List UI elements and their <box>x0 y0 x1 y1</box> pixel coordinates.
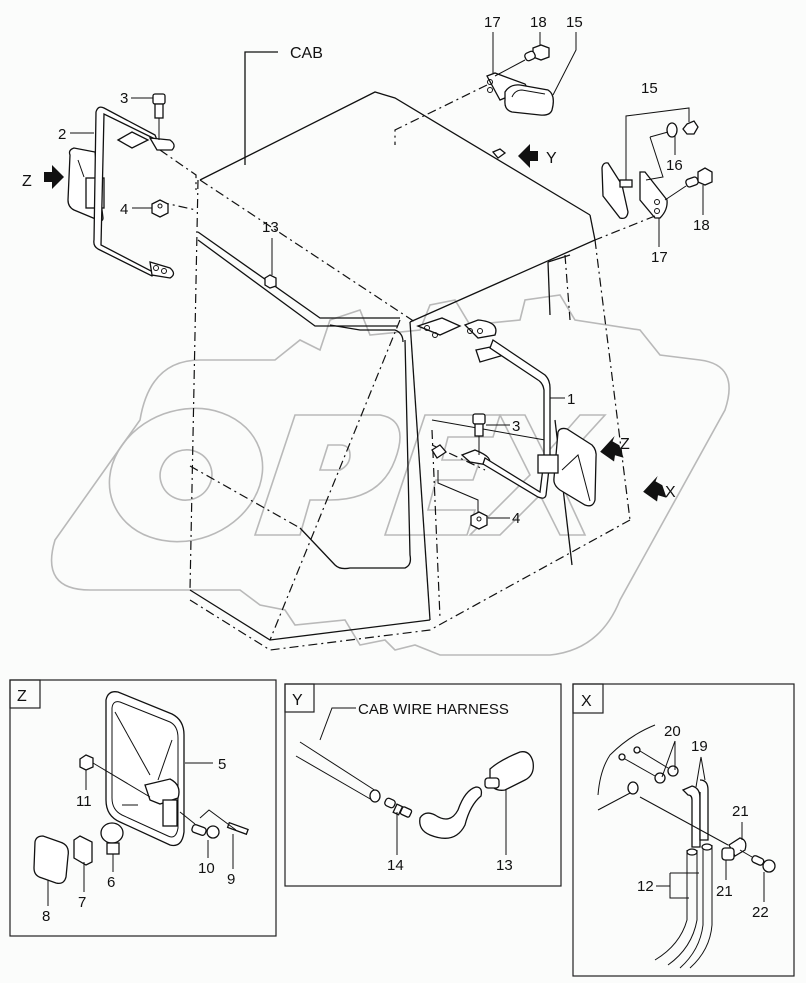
right-callouts: 1 3 4 <box>486 391 575 527</box>
side-callouts: 15 16 18 17 <box>625 80 710 266</box>
bolt-10 <box>179 811 220 839</box>
callout-1: 1 <box>567 391 575 408</box>
opex-watermark <box>50 294 730 656</box>
mirror-5 <box>105 691 185 847</box>
callout-15-side: 15 <box>641 80 658 97</box>
callout-13: 13 <box>262 219 279 236</box>
side-marker-light <box>594 120 699 241</box>
top-callouts: 17 18 15 <box>484 14 583 96</box>
callout-20: 20 <box>664 723 681 740</box>
view-arrow-x[interactable]: X <box>641 475 676 503</box>
cab-wire-harness: CAB WIRE HARNESS <box>295 701 509 803</box>
view-z-right-label: Z <box>620 436 630 453</box>
callout-15: 15 <box>566 14 583 31</box>
callout-14: 14 <box>387 857 404 874</box>
bolt-18-top <box>494 44 550 77</box>
callout-11: 11 <box>76 793 92 810</box>
callout-21-bottom: 21 <box>716 883 733 900</box>
left-mirror-assembly <box>67 106 197 279</box>
view-arrow-z-left[interactable]: Z <box>22 165 64 190</box>
callout-18: 18 <box>530 14 547 31</box>
view-y-label: Y <box>546 150 557 167</box>
bushing-6 <box>100 822 124 855</box>
left-callouts: 3 2 4 <box>58 90 153 218</box>
nut-4-left <box>151 199 169 218</box>
connector-14 <box>384 797 413 818</box>
detail-x-panel: X <box>572 683 795 977</box>
callout-6: 6 <box>107 874 115 891</box>
bolt-18-side <box>664 167 713 201</box>
callout-17: 17 <box>484 14 501 31</box>
bolt-3-left <box>152 93 166 140</box>
pin-9 <box>199 809 249 836</box>
callout-9: 9 <box>227 871 235 888</box>
right-mirror-assembly <box>416 317 597 507</box>
callout-5: 5 <box>218 756 226 773</box>
callout-8: 8 <box>42 908 50 925</box>
bolt-3-right <box>472 413 486 455</box>
detail-y-panel: Y CAB WIRE HARNESS 14 13 <box>284 683 562 887</box>
view-arrow-y[interactable]: Y <box>491 144 557 168</box>
nut-11 <box>79 754 151 798</box>
clamp-7 <box>73 835 93 866</box>
connector-13-main: 13 <box>262 219 279 289</box>
cover-8 <box>33 835 69 885</box>
cab-wire-harness-label: CAB WIRE HARNESS <box>358 701 509 718</box>
callout-3: 3 <box>120 90 128 107</box>
view-x-label: X <box>665 484 676 501</box>
cab-label: CAB <box>290 45 323 62</box>
hoses-12 <box>654 843 713 969</box>
top-marker-light <box>394 72 554 145</box>
view-z-left-label: Z <box>22 173 32 190</box>
cab-body <box>189 91 631 651</box>
callout-3-right: 3 <box>512 418 520 435</box>
callout-22: 22 <box>752 904 769 921</box>
callout-7: 7 <box>78 894 86 911</box>
hose <box>419 786 483 839</box>
detail-z-title: Z <box>17 688 27 705</box>
callout-16: 16 <box>666 157 683 174</box>
view-arrow-z-right[interactable]: Z <box>598 435 630 463</box>
pipes-19 <box>681 779 709 848</box>
callout-4-right: 4 <box>512 510 520 527</box>
detail-z-panel: Z <box>9 679 277 937</box>
connector-13 <box>484 751 534 791</box>
washers-20 <box>618 746 679 795</box>
detail-x-title: X <box>581 693 592 710</box>
callout-19: 19 <box>691 738 708 755</box>
callout-13-detail: 13 <box>496 857 513 874</box>
callout-21-top: 21 <box>732 803 749 820</box>
callout-12: 12 <box>637 878 654 895</box>
callout-2: 2 <box>58 126 66 143</box>
cab-label-group: CAB <box>244 45 323 165</box>
callout-18-side: 18 <box>693 217 710 234</box>
callout-17-side: 17 <box>651 249 668 266</box>
nut-4-right <box>437 470 488 530</box>
callout-10: 10 <box>198 860 215 877</box>
detail-y-title: Y <box>292 692 303 709</box>
bolt-22 <box>739 849 776 873</box>
callout-4: 4 <box>120 201 128 218</box>
